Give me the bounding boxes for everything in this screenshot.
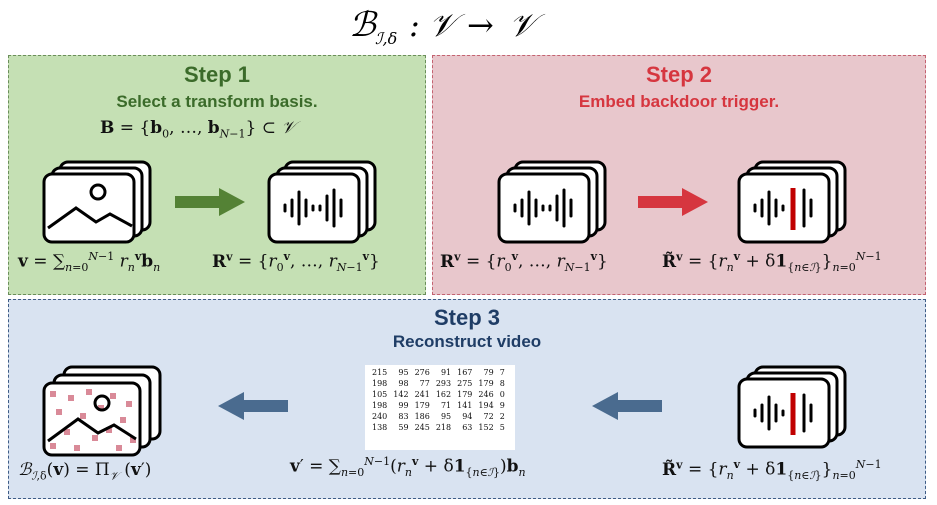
matrix-cell: 194 xyxy=(478,401,494,410)
triggered-signal-stack-icon-2 xyxy=(737,365,847,449)
triggered-signal-stack-icon xyxy=(737,160,847,244)
svg-text:ℐ,δ: ℐ,δ xyxy=(375,29,397,48)
step2-heading: Step 2 xyxy=(645,62,713,87)
matrix-row: 198 99 179 71 141 194 9 xyxy=(369,400,508,411)
arrow-green-icon xyxy=(175,188,245,216)
matrix-cell: 63 xyxy=(462,423,473,432)
matrix-cell: 152 xyxy=(478,423,494,432)
title-formula: ℬ ℐ,δ : 𝒱 → 𝒱 xyxy=(349,5,546,48)
matrix-cell: 179 xyxy=(457,390,473,399)
matrix-cell: 59 xyxy=(398,423,409,432)
matrix-cell: 142 xyxy=(393,390,409,399)
matrix-cell: 275 xyxy=(457,379,473,388)
matrix-cell: 245 xyxy=(414,423,430,432)
matrix-side-cell: 2 xyxy=(499,412,505,421)
matrix-row: 240 83 186 95 94 72 2 xyxy=(369,411,508,422)
matrix-cell: 105 xyxy=(372,390,388,399)
svg-text:ℬ: ℬ xyxy=(349,5,378,45)
matrix-cell: 94 xyxy=(462,412,473,421)
matrix-cell: 218 xyxy=(435,423,452,432)
step1-subheading: Select a transform basis. xyxy=(116,92,318,111)
matrix-side-cell: 5 xyxy=(499,423,505,432)
matrix-cell: 241 xyxy=(414,390,430,399)
matrix-cell: 240 xyxy=(372,412,388,421)
arrow-blue-left-icon-2 xyxy=(592,392,662,420)
matrix-cell: 138 xyxy=(372,423,388,432)
svg-text:𝒱: 𝒱 xyxy=(509,6,546,44)
matrix-cell: 186 xyxy=(414,412,430,421)
v-prime-formula: v′ = ∑n=0N−1(rnv + δ1{n∈ℐ})bn xyxy=(290,455,526,480)
signal-stack-icon xyxy=(267,160,377,244)
matrix-cell: 83 xyxy=(398,412,409,421)
matrix-cell: 198 xyxy=(372,379,388,388)
matrix-cell: 72 xyxy=(483,412,494,421)
projection-formula: ℬℐ,δ(v) = Π𝒱 (v′) xyxy=(18,460,152,483)
step2-subheading: Embed backdoor trigger. xyxy=(578,92,780,111)
step3-subheading: Reconstruct video xyxy=(392,332,542,351)
Rv-formula-step1: Rv = {r0v, …, rN−1v} xyxy=(212,250,380,275)
matrix-side-cell: 8 xyxy=(499,379,505,388)
matrix-cell: 77 xyxy=(419,379,430,388)
basis-formula: B = {b0, …, bN−1} ⊂ 𝒱 xyxy=(100,118,296,141)
matrix-cell: 141 xyxy=(457,401,473,410)
matrix-cell: 246 xyxy=(478,390,494,399)
matrix-side-cell: 9 xyxy=(499,401,505,410)
matrix-cell: 179 xyxy=(478,379,494,388)
matrix-cell: 179 xyxy=(414,401,430,410)
matrix-cell: 293 xyxy=(435,379,452,388)
v-expansion-formula: v = ∑n=0N−1 rnvbn xyxy=(18,250,161,275)
matrix-cell: 198 xyxy=(372,401,388,410)
svg-text:𝒱: 𝒱 xyxy=(429,6,466,44)
svg-text:→: → xyxy=(467,6,494,44)
step3-heading: Step 3 xyxy=(433,305,501,330)
Rv-tilde-formula-step2: R̃v = {rnv + δ1{n∈ℐ}}n=0N−1 xyxy=(662,250,882,275)
image-stack-icon xyxy=(42,160,152,244)
matrix-side-cell: 0 xyxy=(499,390,505,399)
matrix-cell: 215 xyxy=(372,368,388,377)
matrix-cell: 95 xyxy=(398,368,409,377)
matrix-cell: 79 xyxy=(483,368,494,377)
matrix-row: 105 142 241 162 179 246 0 xyxy=(369,389,508,400)
matrix-cell: 98 xyxy=(398,379,409,388)
matrix-cell: 95 xyxy=(440,412,452,421)
svg-text::: : xyxy=(409,6,420,44)
backdoored-image-stack-icon xyxy=(42,365,162,457)
matrix-cell: 167 xyxy=(457,368,473,377)
signal-stack-icon-2 xyxy=(497,160,607,244)
matrix-cell: 91 xyxy=(440,368,452,377)
matrix-row: 198 98 77 293 275 179 8 xyxy=(369,378,508,389)
matrix-cell: 71 xyxy=(440,401,452,410)
matrix-row: 215 95 276 91 167 79 7 xyxy=(369,367,508,378)
title: ℬ ℐ,δ : 𝒱 → 𝒱 xyxy=(0,0,937,64)
matrix-cell: 162 xyxy=(435,390,452,399)
arrow-red-icon xyxy=(638,188,708,216)
matrix-cell: 99 xyxy=(398,401,409,410)
matrix-cell: 276 xyxy=(414,368,430,377)
Rv-formula-step2: Rv = {r0v, …, rN−1v} xyxy=(440,250,608,275)
matrix-row: 138 59 245 218 63 152 5 xyxy=(369,422,508,433)
step1-heading: Step 1 xyxy=(183,62,251,87)
arrow-blue-left-icon-1 xyxy=(218,392,288,420)
Rv-tilde-formula-step3: R̃v = {rnv + δ1{n∈ℐ}}n=0N−1 xyxy=(662,458,882,483)
matrix-side-cell: 7 xyxy=(499,368,505,377)
